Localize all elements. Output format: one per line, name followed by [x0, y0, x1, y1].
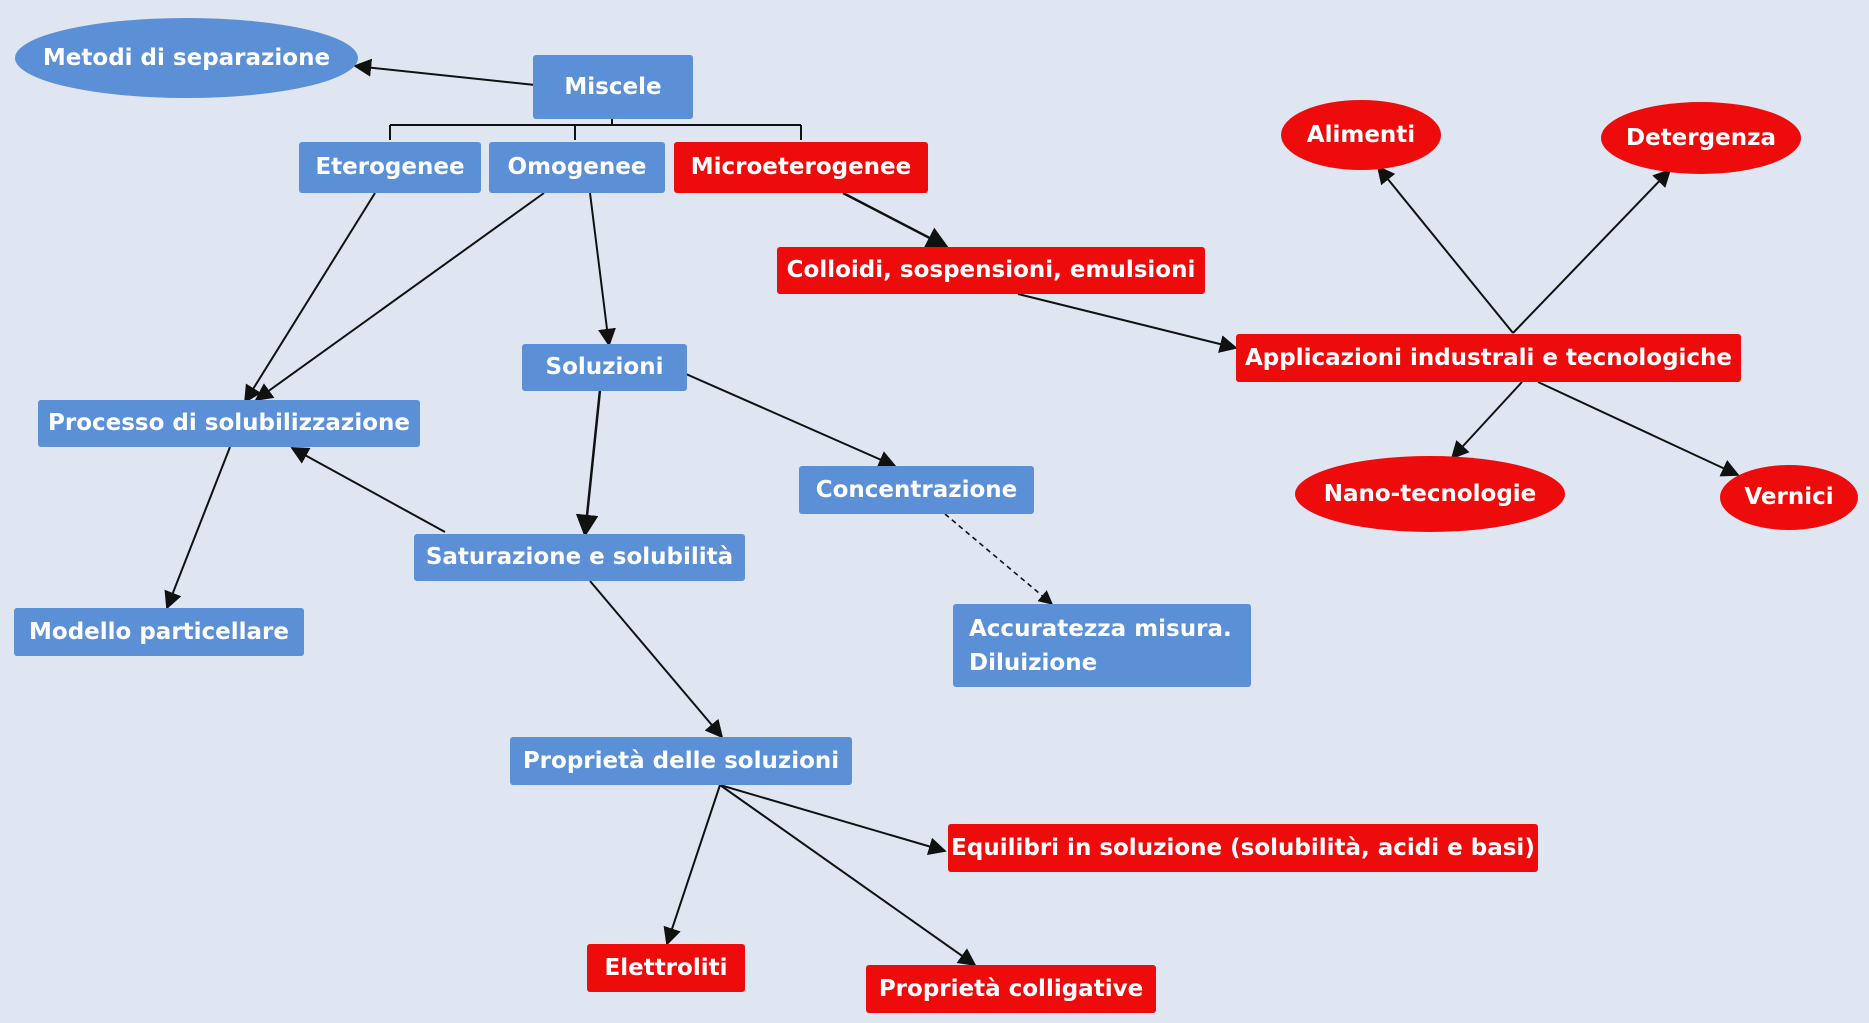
edge-applicazioni-alimenti: [1376, 165, 1514, 334]
edge-saturazione-processo: [290, 447, 446, 533]
edge-applicazioni-vernici: [1537, 381, 1740, 477]
node-equilibri-in-soluzione: Equilibri in soluzione (solubilità, acid…: [948, 824, 1538, 872]
node-omogenee: Omogenee: [489, 142, 665, 193]
edge-processo-modello: [164, 446, 231, 610]
node-proprieta-colligative: Proprietà colligative: [866, 965, 1156, 1013]
node-vernici: Vernici: [1720, 465, 1858, 530]
node-applicazioni-industriali: Applicazioni industrali e tecnologiche: [1236, 334, 1741, 382]
node-colloidi-sospensioni-emulsioni: Colloidi, sospensioni, emulsioni: [777, 247, 1205, 294]
edge-saturazione-proprieta: [589, 580, 724, 739]
edge-proprieta-elettroliti: [663, 784, 721, 946]
edge-eterogenee-processo: [244, 192, 376, 404]
edge-proprieta-colligative: [719, 784, 977, 967]
node-eterogenee: Eterogenee: [299, 142, 481, 193]
node-nano-tecnologie: Nano-tecnologie: [1295, 456, 1565, 532]
edge-omogenee-processo: [254, 192, 545, 402]
edge-miscele-bracket: [389, 119, 802, 140]
edge-colloidi-applicazioni: [1017, 293, 1238, 353]
node-processo-di-solubilizzazione: Processo di solubilizzazione: [38, 400, 420, 447]
edge-soluzioni-saturazione: [575, 389, 602, 538]
accuratezza-line-1: Accuratezza misura.: [969, 616, 1232, 642]
edge-soluzioni-concentrazione: [685, 373, 897, 468]
node-microeterogenee: Microeterogenee: [674, 142, 928, 193]
node-miscele: Miscele: [533, 55, 693, 119]
node-accuratezza-misura: Accuratezza misura. Diluizione: [953, 604, 1251, 687]
node-alimenti: Alimenti: [1281, 100, 1441, 170]
node-metodi-di-separazione: Metodi di separazione: [15, 18, 358, 98]
node-soluzioni: Soluzioni: [522, 344, 687, 391]
node-concentrazione: Concentrazione: [799, 466, 1034, 514]
edge-applicazioni-detergenza: [1512, 168, 1672, 334]
edge-miscele-metodi: [353, 58, 536, 86]
edge-concentrazione-accuratezza: [944, 513, 1054, 605]
edge-microeterogenee-colloidi: [842, 191, 949, 249]
accuratezza-line-2: Diluizione: [969, 650, 1098, 676]
edge-applicazioni-nanotecnologie: [1450, 381, 1523, 460]
node-saturazione-e-solubilita: Saturazione e solubilità: [414, 534, 745, 581]
node-proprieta-delle-soluzioni: Proprietà delle soluzioni: [510, 737, 852, 785]
node-detergenza: Detergenza: [1601, 102, 1801, 174]
edge-omogenee-soluzioni: [589, 192, 616, 347]
node-modello-particellare: Modello particellare: [14, 608, 304, 656]
edge-proprieta-equilibri: [719, 784, 947, 856]
node-elettroliti: Elettroliti: [587, 944, 745, 992]
